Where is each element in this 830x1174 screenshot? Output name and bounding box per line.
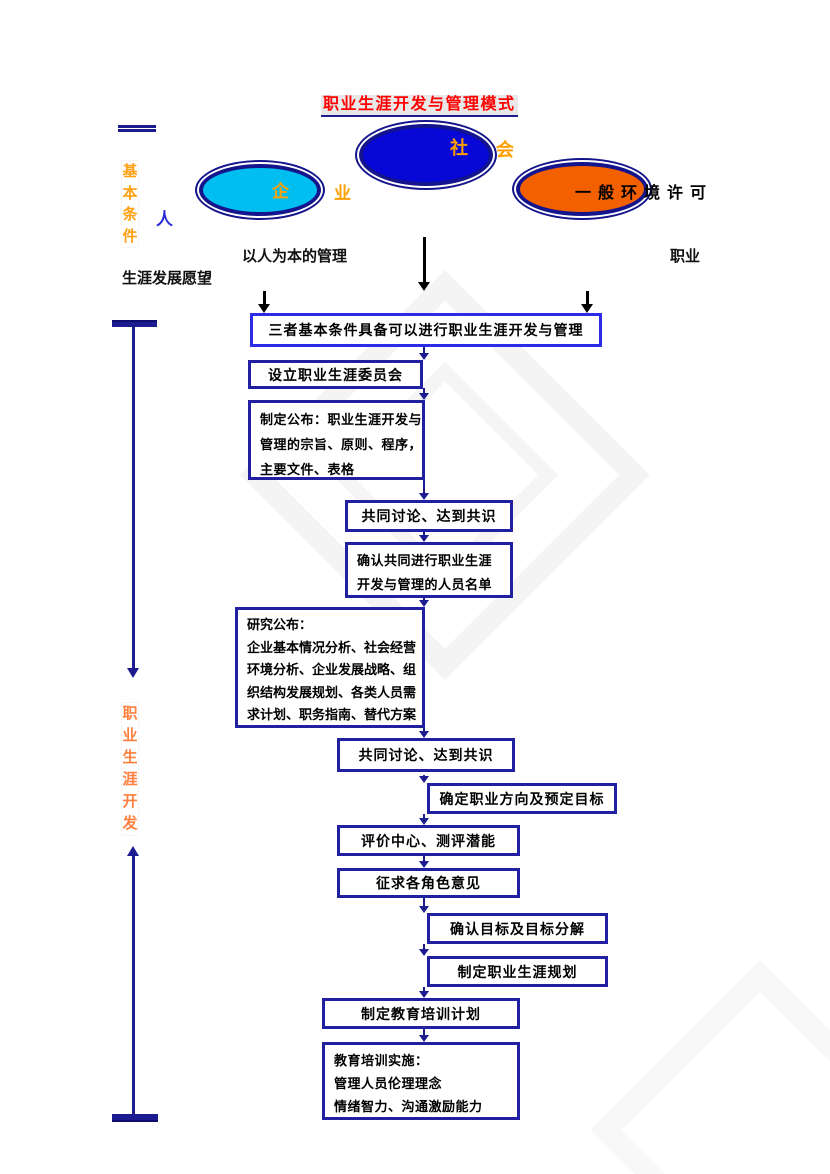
connector-arrow-1 <box>419 347 429 360</box>
enterprise-label-outer: 业 <box>334 184 351 203</box>
left-rail-up-arrow <box>126 846 140 1117</box>
environment-ellipse <box>516 162 648 216</box>
arrowhead-down-icon <box>419 731 429 738</box>
entry-arrow-middle <box>417 237 431 291</box>
society-label-outer: 会 <box>496 140 514 160</box>
enterprise-label-inner: 企 <box>272 182 289 201</box>
people-oriented-label: 以人为本的管理 <box>242 248 348 265</box>
environment-caption: 一般环境许可 <box>575 185 714 202</box>
connector-arrow-8 <box>419 814 429 825</box>
flow-step-12: 制定职业生涯规划 <box>427 956 608 987</box>
society-label-inner: 社 <box>450 138 468 158</box>
connector-arrow-11 <box>419 944 429 956</box>
arrowhead-down-icon <box>419 535 429 542</box>
flow-step-4: 共同讨论、达到共识 <box>345 500 513 532</box>
flow-step-3: 制定公布：职业生涯开发与 管理的宗旨、原则、程序， 主要文件、表格 <box>248 400 425 480</box>
connector-arrow-10 <box>419 898 429 913</box>
double-line-decoration <box>118 125 156 132</box>
connector-arrow-7 <box>419 775 429 783</box>
arrowhead-down-icon <box>419 393 429 400</box>
flow-step-11: 确认目标及目标分解 <box>427 913 608 944</box>
page-title: 职业生涯开发与管理模式 <box>321 95 518 117</box>
connector-arrow-9 <box>419 856 429 868</box>
arrowhead-down-icon <box>419 493 429 500</box>
left-rail-down-arrow <box>126 327 140 678</box>
career-development-vertical-label: 职业生涯开发 <box>121 702 139 836</box>
arrowhead-down-icon <box>419 991 429 998</box>
connector-arrow-4 <box>419 532 429 542</box>
flow-step-6: 研究公布： 企业基本情况分析、社会经营 环境分析、企业发展战略、组 织结构发展规… <box>235 607 425 728</box>
left-rail-top-bar <box>112 320 157 327</box>
arrowhead-down-icon <box>581 304 593 313</box>
connector-arrow-5 <box>419 598 429 607</box>
connector-arrow-3 <box>419 480 429 500</box>
arrowhead-down-icon <box>419 1035 429 1042</box>
career-label: 职业 <box>670 248 701 265</box>
left-rail-bottom-bar <box>112 1114 158 1122</box>
arrowhead-down-icon <box>419 949 429 956</box>
flow-step-10: 征求各角色意见 <box>337 868 520 898</box>
flow-step-9: 评价中心、测评潜能 <box>337 825 520 856</box>
society-ellipse <box>359 124 493 186</box>
career-wish-label: 生涯发展愿望 <box>122 270 213 287</box>
entry-arrow-left <box>257 291 271 313</box>
arrowhead-down-icon <box>419 353 429 360</box>
arrowhead-down-icon <box>419 906 429 913</box>
flow-step-14: 教育培训实施： 管理人员伦理理念 情绪智力、沟通激励能力 <box>322 1042 520 1120</box>
flow-step-5: 确认共同进行职业生涯 开发与管理的人员名单 <box>345 542 513 598</box>
person-label: 人 <box>156 210 173 229</box>
arrowhead-up-icon <box>127 846 139 856</box>
arrowhead-down-icon <box>419 600 429 607</box>
arrowhead-down-icon <box>127 668 139 678</box>
connector-arrow-2 <box>419 388 429 400</box>
arrowhead-down-icon <box>419 861 429 868</box>
connector-arrow-12 <box>419 987 429 998</box>
connector-arrow-6 <box>419 728 429 738</box>
entry-arrow-right <box>580 291 594 313</box>
connector-arrow-13 <box>419 1029 429 1042</box>
flow-step-8: 确定职业方向及预定目标 <box>427 783 617 814</box>
arrowhead-down-icon <box>258 304 270 313</box>
flow-step-2: 设立职业生涯委员会 <box>248 360 423 389</box>
flow-step-7: 共同讨论、达到共识 <box>337 738 515 772</box>
arrowhead-down-icon <box>418 282 430 291</box>
flow-step-1: 三者基本条件具备可以进行职业生涯开发与管理 <box>250 313 602 347</box>
enterprise-ellipse <box>199 164 321 216</box>
arrowhead-down-icon <box>419 818 429 825</box>
basic-conditions-vertical-label: 基本条件 <box>121 160 139 249</box>
arrowhead-down-icon <box>419 776 429 783</box>
watermark-emblem-bottom-right <box>590 960 830 1174</box>
flow-step-13: 制定教育培训计划 <box>322 998 520 1029</box>
